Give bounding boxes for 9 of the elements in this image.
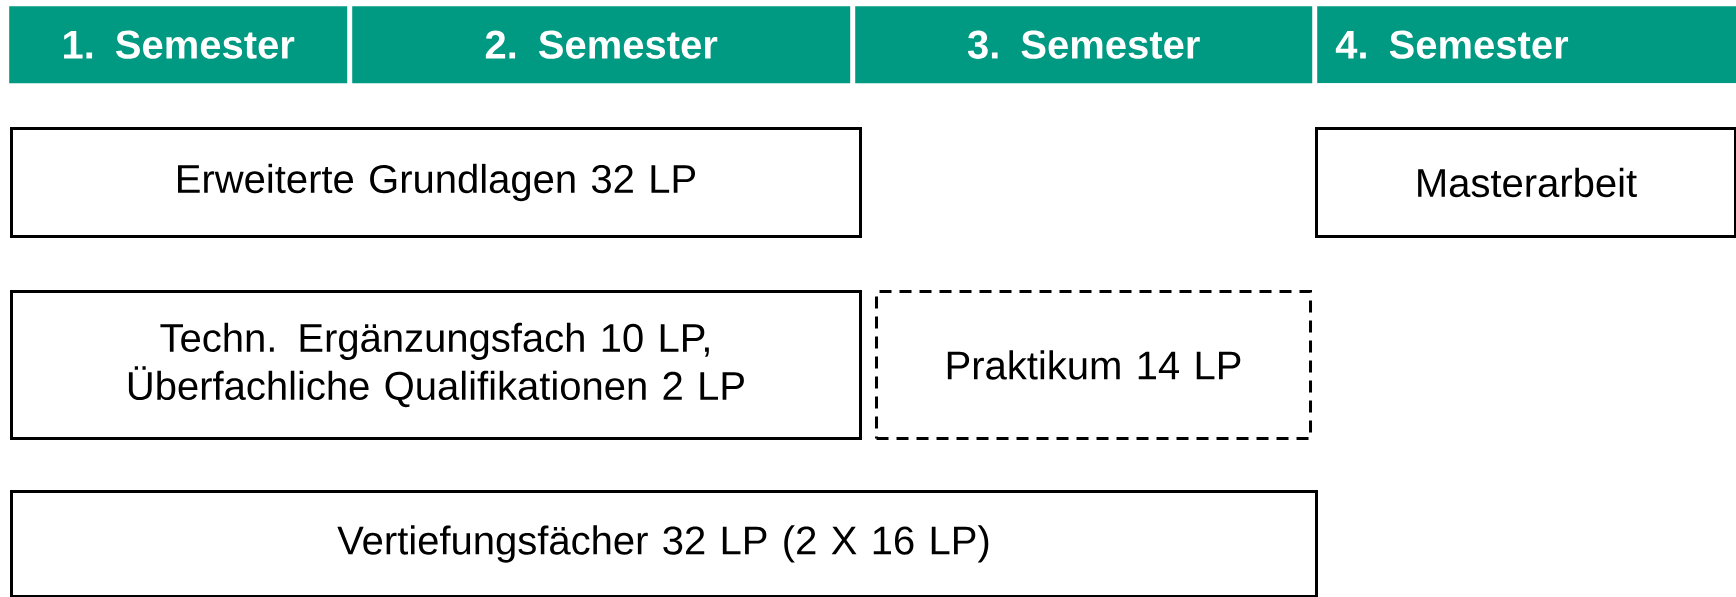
module-box: Techn. Ergänzungsfach 10 LP, Überfachliche Qualifikationen 2 LP	[10, 290, 862, 440]
internship-box: Praktikum 14 LP	[875, 290, 1312, 440]
module-box: Masterarbeit	[1315, 127, 1736, 238]
semester-header: 3. Semester	[855, 6, 1313, 84]
semester-header: 1. Semester	[9, 6, 348, 84]
module-box: Erweiterte Grundlagen 32 LP	[10, 127, 862, 238]
semester-header: 2. Semester	[352, 6, 851, 84]
semester-header: 4. Semester	[1317, 6, 1736, 84]
module-box: Vertiefungsfächer 32 LP (2 X 16 LP)	[10, 490, 1318, 597]
